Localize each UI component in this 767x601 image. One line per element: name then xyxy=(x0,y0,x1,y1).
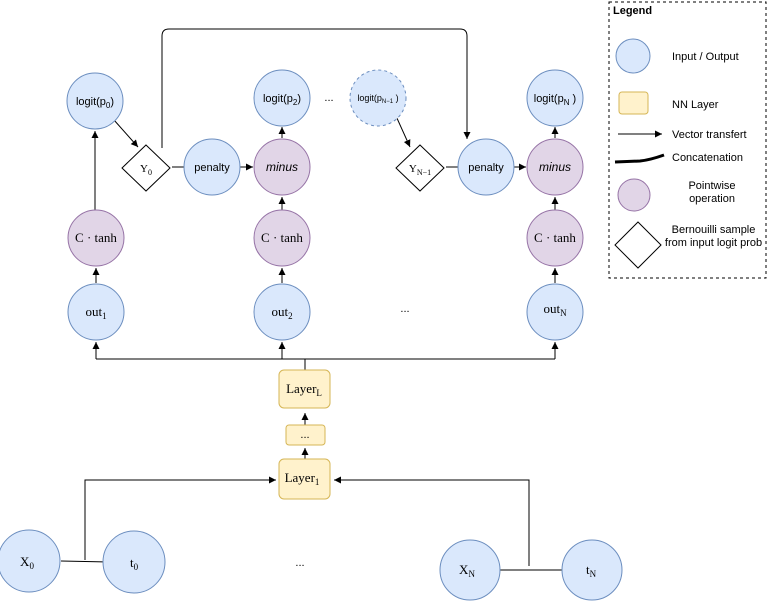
node-penalty-2: penalty xyxy=(457,138,515,196)
legend-label-arrow: Vector transfert xyxy=(672,129,747,141)
node-out2: out2 xyxy=(253,283,311,341)
svg-text:logit(p0): logit(p0) xyxy=(76,96,114,110)
node-minus-1: minus xyxy=(253,138,311,196)
node-tN: tN xyxy=(561,539,623,601)
svg-text:t0: t0 xyxy=(130,555,139,572)
svg-text:X0: X0 xyxy=(20,554,34,571)
svg-text:logit(p2): logit(p2) xyxy=(263,93,301,107)
svg-text:XN: XN xyxy=(459,562,475,579)
svg-text:minus: minus xyxy=(266,160,298,174)
edges xyxy=(60,28,563,571)
node-minus-2: minus xyxy=(526,138,584,196)
node-layer-mid: ... xyxy=(285,424,326,446)
legend: Legend Input / Output NN Layer Vector tr… xyxy=(608,1,767,279)
node-x0: X0 xyxy=(0,529,61,593)
svg-text:C · tanh: C · tanh xyxy=(261,230,303,245)
edge-x0-layer1 xyxy=(84,476,276,560)
ellipsis-bottom: ... xyxy=(295,557,304,569)
node-logit-p0: logit(p0) xyxy=(66,72,124,130)
ellipsis-top: ... xyxy=(324,92,333,104)
legend-pointwise-icon xyxy=(617,178,651,212)
svg-text:...: ... xyxy=(300,429,309,441)
node-t0: t0 xyxy=(102,530,166,594)
legend-concat-icon xyxy=(614,153,665,164)
svg-text:YN−1: YN−1 xyxy=(409,163,431,177)
node-ctanh-2: C · tanh xyxy=(253,209,311,267)
edge-xN-layer1 xyxy=(334,476,530,566)
svg-text:LayerL: LayerL xyxy=(286,381,322,398)
node-layerL: LayerL xyxy=(278,369,331,409)
edge-y0-penalty2-loop xyxy=(161,28,471,148)
legend-label-pointwise: Pointwise operation xyxy=(688,180,736,205)
svg-text:tN: tN xyxy=(586,562,597,579)
edge-logit-p0-y0 xyxy=(113,119,139,148)
svg-text:logit(pN−1 ): logit(pN−1 ) xyxy=(357,93,398,105)
node-logit-pN: logit(pN ) xyxy=(526,69,584,127)
svg-text:C · tanh: C · tanh xyxy=(75,230,117,245)
legend-label-nn: NN Layer xyxy=(672,99,719,111)
svg-text:penalty: penalty xyxy=(468,162,504,174)
node-y0: Y0 xyxy=(121,144,171,192)
node-out1: out1 xyxy=(67,283,125,341)
node-ctanh-3: C · tanh xyxy=(526,209,584,267)
svg-text:logit(pN ): logit(pN ) xyxy=(534,93,576,107)
svg-text:C · tanh: C · tanh xyxy=(534,230,576,245)
node-outN: outN xyxy=(526,283,584,341)
legend-io-icon xyxy=(615,38,651,74)
svg-text:Y0: Y0 xyxy=(140,163,152,177)
node-yN1: YN−1 xyxy=(395,144,445,192)
svg-text:out2: out2 xyxy=(271,304,292,321)
node-logit-pN1: logit(pN−1 ) xyxy=(349,69,407,127)
svg-text:minus: minus xyxy=(539,160,571,174)
node-xN: XN xyxy=(439,539,501,601)
legend-label-bernoulli: Bernouilli sample from input logit prob xyxy=(664,224,763,249)
edge-logit-pN1-yN1 xyxy=(395,115,411,148)
legend-label-io: Input / Output xyxy=(672,51,739,63)
legend-bernoulli-icon xyxy=(614,221,662,269)
legend-nn-icon xyxy=(618,91,649,115)
legend-label-bernoulli-wrap: Bernouilli sample from input logit prob xyxy=(664,224,763,249)
legend-label-concat: Concatenation xyxy=(672,152,743,164)
node-penalty-1: penalty xyxy=(183,138,241,196)
svg-text:Layer1: Layer1 xyxy=(285,470,320,487)
legend-title: Legend xyxy=(613,5,652,17)
svg-text:out1: out1 xyxy=(85,304,106,321)
edge-x0-t0-concat xyxy=(60,560,110,563)
ellipsis-middle: ... xyxy=(400,303,409,315)
legend-label-pointwise-wrap: Pointwise operation xyxy=(688,180,736,205)
svg-text:outN: outN xyxy=(543,301,567,318)
node-layer1: Layer1 xyxy=(278,458,331,500)
node-logit-p2: logit(p2) xyxy=(253,69,311,127)
svg-text:penalty: penalty xyxy=(194,162,230,174)
node-ctanh-1: C · tanh xyxy=(67,209,125,267)
